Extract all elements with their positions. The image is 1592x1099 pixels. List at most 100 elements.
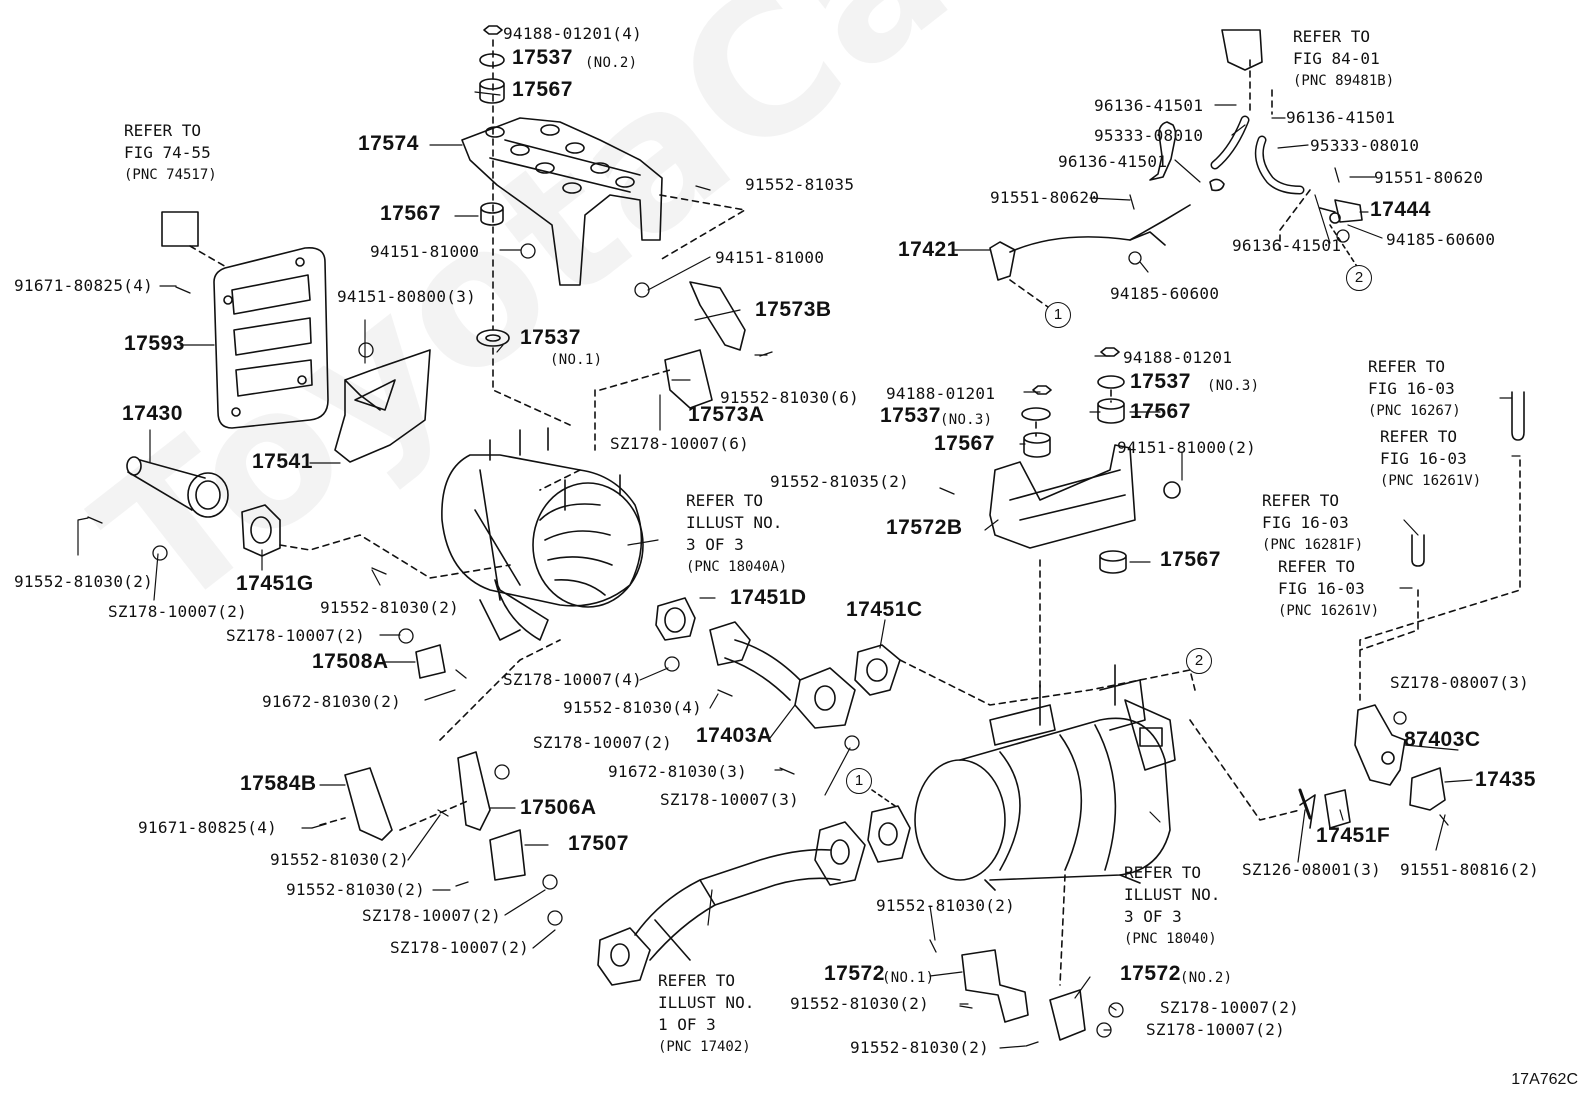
part-label-96136-41501[interactable]: 96136-41501 xyxy=(1058,152,1168,171)
reference-note-fig-16-03-16281f[interactable]: REFER TO FIG 16-03 (PNC 16281F) xyxy=(1262,490,1363,556)
part-label-17537-no1[interactable]: 17537 xyxy=(520,326,581,349)
part-label-17451c[interactable]: 17451C xyxy=(846,598,923,621)
part-label-91552-81030-6[interactable]: 91552-81030(6) xyxy=(720,388,860,407)
part-label-91552-81030-2[interactable]: 91552-81030(2) xyxy=(14,572,154,591)
part-label-96136-41501[interactable]: 96136-41501 xyxy=(1232,236,1342,255)
part-label-94188-01201[interactable]: 94188-01201 xyxy=(886,384,996,403)
reference-note-illust-3-18040[interactable]: REFER TO ILLUST NO. 3 OF 3 (PNC 18040) xyxy=(1124,862,1220,950)
part-label-87403c[interactable]: 87403C xyxy=(1404,728,1481,751)
note-line: FIG 16-03 xyxy=(1368,379,1455,398)
part-label-91552-81030-2[interactable]: 91552-81030(2) xyxy=(850,1038,990,1057)
part-label-17572-no1[interactable]: 17572 xyxy=(824,962,885,985)
part-label-17421[interactable]: 17421 xyxy=(898,238,959,261)
part-label-17508a[interactable]: 17508A xyxy=(312,650,389,673)
part-label-17506a[interactable]: 17506A xyxy=(520,796,597,819)
part-label-sz178-10007-2[interactable]: SZ178-10007(2) xyxy=(1146,1020,1286,1039)
part-label-sz178-10007-2[interactable]: SZ178-10007(2) xyxy=(108,602,248,621)
part-label-91552-81030-2[interactable]: 91552-81030(2) xyxy=(790,994,930,1013)
part-label-96136-41501[interactable]: 96136-41501 xyxy=(1286,108,1396,127)
part-label-91551-80816-2[interactable]: 91551-80816(2) xyxy=(1400,860,1540,879)
part-label-sz178-10007-2[interactable]: SZ178-10007(2) xyxy=(390,938,530,957)
part-label-17537-no3[interactable]: 17537 xyxy=(880,404,941,427)
reference-note-fig-84-01[interactable]: REFER TO FIG 84-01 (PNC 89481B) xyxy=(1293,26,1394,92)
part-label-91552-81030-2[interactable]: 91552-81030(2) xyxy=(270,850,410,869)
part-label-17403a[interactable]: 17403A xyxy=(696,724,773,747)
note-line: FIG 16-03 xyxy=(1278,579,1365,598)
part-label-94151-81000[interactable]: 94151-81000 xyxy=(715,248,825,267)
part-label-17567[interactable]: 17567 xyxy=(380,202,441,225)
part-label-17593[interactable]: 17593 xyxy=(124,332,185,355)
part-label-17567[interactable]: 17567 xyxy=(934,432,995,455)
part-label-17537-no2[interactable]: 17537 xyxy=(512,46,573,69)
part-label-94185-60600[interactable]: 94185-60600 xyxy=(1110,284,1220,303)
part-label-17584b[interactable]: 17584B xyxy=(240,772,317,795)
part-label-91672-81030-3[interactable]: 91672-81030(3) xyxy=(608,762,748,781)
part-label-17573b[interactable]: 17573B xyxy=(755,298,832,321)
part-label-sz178-10007-4[interactable]: SZ178-10007(4) xyxy=(503,670,643,689)
part-label-17567[interactable]: 17567 xyxy=(1130,400,1191,423)
part-label-17444[interactable]: 17444 xyxy=(1370,198,1431,221)
part-label-17430[interactable]: 17430 xyxy=(122,402,183,425)
part-label-17537-no3[interactable]: 17537 xyxy=(1130,370,1191,393)
part-label-17567[interactable]: 17567 xyxy=(1160,548,1221,571)
part-label-17572-no2[interactable]: 17572 xyxy=(1120,962,1181,985)
part-label-94188-01201-4[interactable]: 94188-01201(4) xyxy=(503,24,643,43)
part-label-sz178-10007-2[interactable]: SZ178-10007(2) xyxy=(226,626,366,645)
part-label-17435[interactable]: 17435 xyxy=(1475,768,1536,791)
note-line: (PNC 17402) xyxy=(658,1039,751,1055)
part-label-91671-80825-4[interactable]: 91671-80825(4) xyxy=(138,818,278,837)
part-label-17572b[interactable]: 17572B xyxy=(886,516,963,539)
part-label-91552-81030-4[interactable]: 91552-81030(4) xyxy=(563,698,703,717)
part-label-17451f[interactable]: 17451F xyxy=(1316,824,1391,847)
part-label-91671-80825-4[interactable]: 91671-80825(4) xyxy=(14,276,154,295)
part-label-91552-81030-2[interactable]: 91552-81030(2) xyxy=(286,880,426,899)
part-label-17567[interactable]: 17567 xyxy=(512,78,573,101)
part-label-91672-81030-2[interactable]: 91672-81030(2) xyxy=(262,692,402,711)
part-label-91552-81035[interactable]: 91552-81035 xyxy=(745,175,855,194)
reference-note-fig-16-03-16261v[interactable]: REFER TO FIG 16-03 (PNC 16261V) xyxy=(1380,426,1481,492)
callout-1[interactable]: 1 xyxy=(846,768,872,794)
callout-2[interactable]: 2 xyxy=(1346,265,1372,291)
reference-note-illust-3-18040a[interactable]: REFER TO ILLUST NO. 3 OF 3 (PNC 18040A) xyxy=(686,490,787,578)
part-qualifier: (NO.1) xyxy=(882,970,935,986)
part-label-96136-41501[interactable]: 96136-41501 xyxy=(1094,96,1204,115)
part-label-95333-08010[interactable]: 95333-08010 xyxy=(1310,136,1420,155)
part-label-sz178-10007-2[interactable]: SZ178-10007(2) xyxy=(1160,998,1300,1017)
part-label-17574[interactable]: 17574 xyxy=(358,132,419,155)
part-label-17451d[interactable]: 17451D xyxy=(730,586,807,609)
note-line: REFER TO xyxy=(1124,863,1202,882)
note-line: REFER TO xyxy=(658,971,736,990)
reference-note-fig-16-03-16261v[interactable]: REFER TO FIG 16-03 (PNC 16261V) xyxy=(1278,556,1379,622)
reference-note-illust-1-17402[interactable]: REFER TO ILLUST NO. 1 OF 3 (PNC 17402) xyxy=(658,970,754,1058)
part-label-17573a[interactable]: 17573A xyxy=(688,403,765,426)
part-label-91551-80620[interactable]: 91551-80620 xyxy=(1374,168,1484,187)
part-label-sz178-10007-2[interactable]: SZ178-10007(2) xyxy=(362,906,502,925)
part-label-17507[interactable]: 17507 xyxy=(568,832,629,855)
part-label-sz126-08001-3[interactable]: SZ126-08001(3) xyxy=(1242,860,1382,879)
part-label-91552-81030-2[interactable]: 91552-81030(2) xyxy=(876,896,1016,915)
part-label-sz178-10007-3[interactable]: SZ178-10007(3) xyxy=(660,790,800,809)
front-pipe-17402 xyxy=(597,821,866,986)
part-label-sz178-10007-2[interactable]: SZ178-10007(2) xyxy=(533,733,673,752)
part-label-94151-81000[interactable]: 94151-81000 xyxy=(370,242,480,261)
part-label-sz178-10007-6[interactable]: SZ178-10007(6) xyxy=(610,434,750,453)
part-label-91551-80620[interactable]: 91551-80620 xyxy=(990,188,1100,207)
part-label-95333-08010[interactable]: 95333-08010 xyxy=(1094,126,1204,145)
part-label-91552-81030-2[interactable]: 91552-81030(2) xyxy=(320,598,460,617)
part-label-94151-80800-3[interactable]: 94151-80800(3) xyxy=(337,287,477,306)
part-label-94188-01201[interactable]: 94188-01201 xyxy=(1123,348,1233,367)
part-label-17541[interactable]: 17541 xyxy=(252,450,313,473)
reference-note-fig-16-03-16267[interactable]: REFER TO FIG 16-03 (PNC 16267) xyxy=(1368,356,1461,422)
note-line: ILLUST NO. xyxy=(686,513,783,532)
part-label-91552-81035-2[interactable]: 91552-81035(2) xyxy=(770,472,910,491)
part-label-94185-60600[interactable]: 94185-60600 xyxy=(1386,230,1496,249)
sensor-17421 xyxy=(989,121,1225,281)
callout-1[interactable]: 1 xyxy=(1045,302,1071,328)
reference-note-fig-74-55[interactable]: REFER TO FIG 74-55 (PNC 74517) xyxy=(124,120,217,186)
callout-2[interactable]: 2 xyxy=(1186,648,1212,674)
part-label-94151-81000-2[interactable]: 94151-81000(2) xyxy=(1117,438,1257,457)
part-label-17451g[interactable]: 17451G xyxy=(236,572,314,595)
part-label-sz178-08007-3[interactable]: SZ178-08007(3) xyxy=(1390,673,1530,692)
bracket-17572-no1 xyxy=(961,949,1029,1023)
